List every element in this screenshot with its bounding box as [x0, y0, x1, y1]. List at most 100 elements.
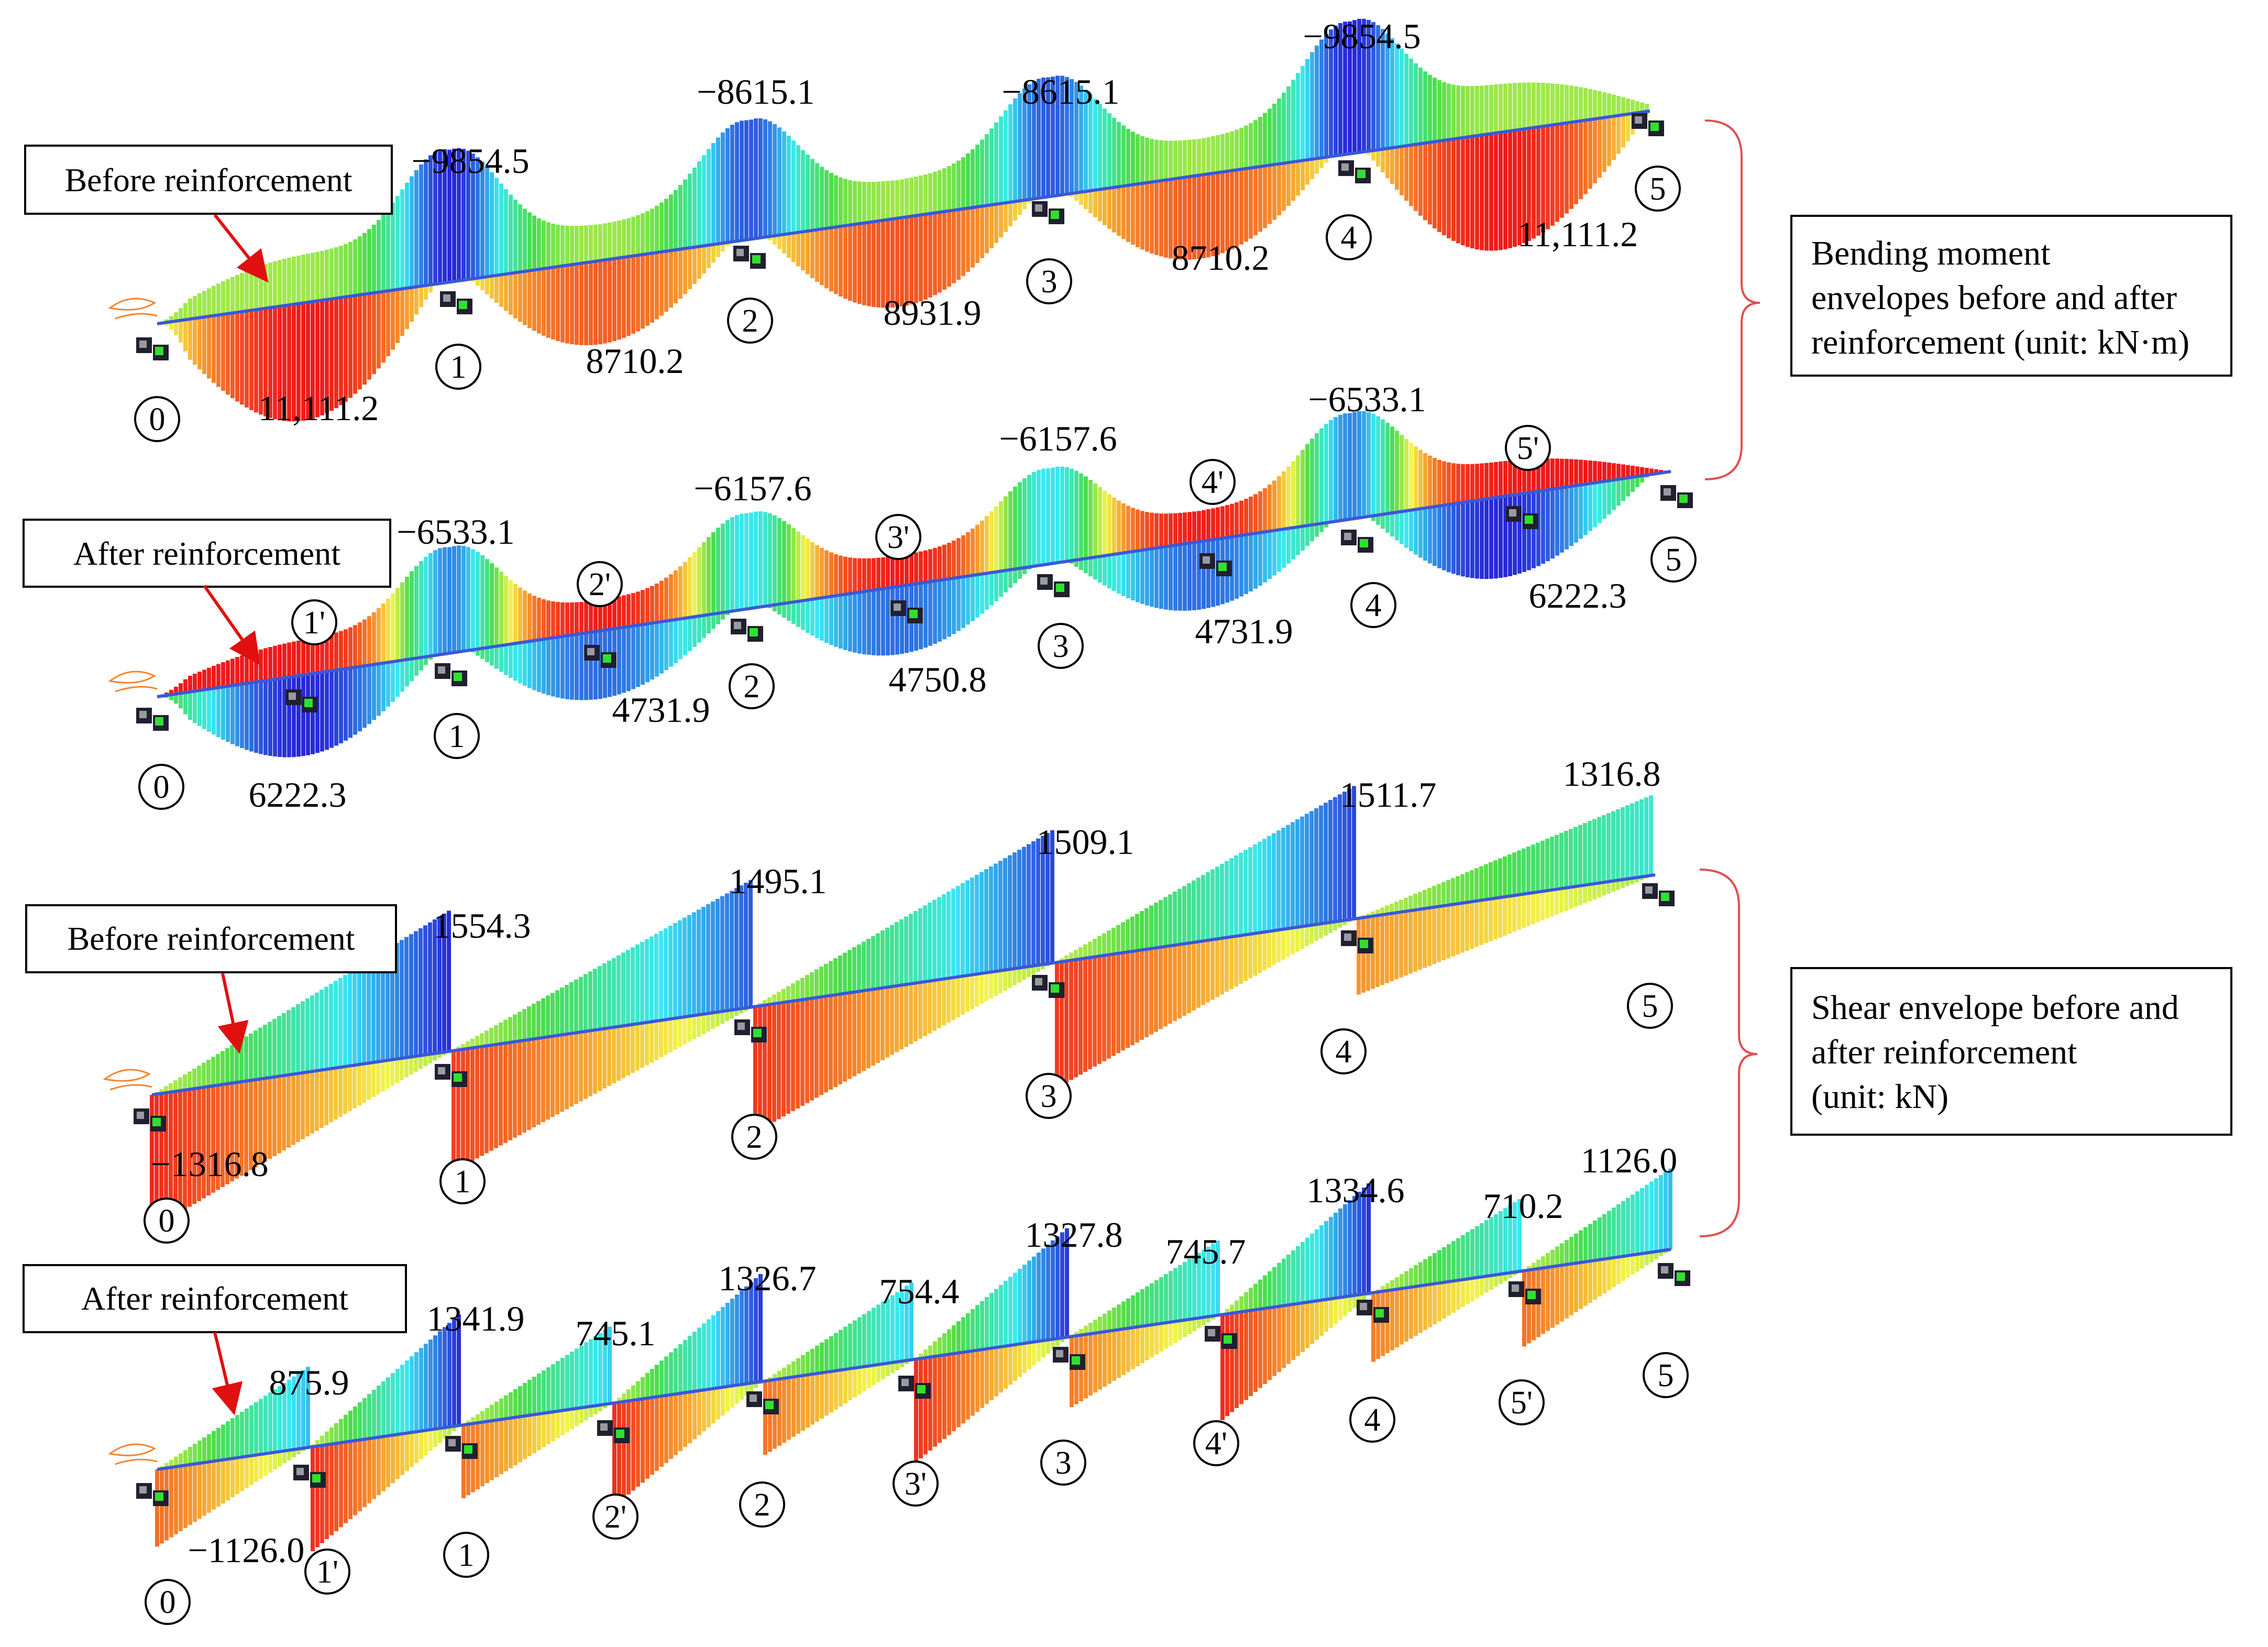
- node-number: 4: [1336, 1034, 1352, 1070]
- support-icon: [1053, 1347, 1085, 1370]
- note-line-2: envelopes before and after: [1811, 279, 2177, 317]
- support-icon: [136, 337, 169, 360]
- support-icon: [731, 619, 763, 642]
- value-label: −8615.1: [697, 72, 814, 112]
- value-label: 1511.7: [1340, 775, 1436, 815]
- value-label: 4731.9: [612, 690, 710, 730]
- node-marker: 1: [439, 1158, 486, 1204]
- node-marker: 5': [1505, 425, 1551, 471]
- value-label: −1126.0: [188, 1530, 305, 1570]
- node-number: 0: [160, 1585, 176, 1620]
- node-number: 3: [1053, 629, 1069, 664]
- cantilever-tip: [108, 1443, 158, 1465]
- value-label: −6533.1: [397, 512, 514, 552]
- node-number: 0: [153, 770, 170, 805]
- label-before-moment: Before reinforcement: [24, 145, 393, 215]
- value-label: 745.7: [1166, 1232, 1246, 1271]
- arrow-after-moment: [203, 585, 260, 665]
- node-marker: 2': [577, 561, 623, 607]
- node-number: 4: [1366, 588, 1382, 623]
- value-label: 8710.2: [1172, 238, 1270, 278]
- node-marker: 2: [731, 1114, 777, 1160]
- value-label: −6157.6: [693, 468, 811, 508]
- support-icon: [435, 663, 467, 686]
- envelope-fill: [160, 18, 1649, 422]
- note-line-1: Shear envelope before and: [1811, 989, 2179, 1027]
- support-icon: [597, 1420, 630, 1443]
- node-number: 2': [589, 567, 611, 602]
- node-number: 4: [1364, 1402, 1381, 1438]
- value-label: −6533.1: [1308, 379, 1426, 419]
- node-marker: 0: [144, 1198, 190, 1244]
- label-text: After reinforcement: [81, 1280, 348, 1317]
- support-icon: [445, 1436, 478, 1459]
- support-icon: [134, 1108, 166, 1132]
- value-label: 875.9: [269, 1363, 349, 1402]
- note-line-3: (unit: kN): [1811, 1078, 1948, 1116]
- beam-axis: [157, 1248, 1671, 1471]
- value-label: 1334.6: [1307, 1170, 1405, 1210]
- beam-axis: [157, 109, 1650, 325]
- beam-axis: [151, 873, 1656, 1096]
- node-number: 4': [1202, 465, 1224, 500]
- value-label: 6222.3: [1529, 576, 1627, 616]
- support-icon: [1032, 201, 1064, 224]
- value-label: 4731.9: [1195, 611, 1293, 651]
- value-label: 1316.8: [1563, 754, 1661, 794]
- support-icon: [890, 600, 923, 623]
- node-number: 0: [159, 1203, 175, 1239]
- note-line-1: Bending moment: [1811, 234, 2050, 272]
- value-label: −9854.5: [1303, 16, 1421, 56]
- value-label: 6222.3: [249, 775, 347, 815]
- support-icon: [1341, 930, 1373, 953]
- node-number: 5': [1517, 431, 1539, 466]
- node-marker: 1': [304, 1549, 350, 1595]
- value-label: −9854.5: [411, 141, 529, 181]
- cantilever-tip: [108, 671, 158, 693]
- node-marker: 0: [138, 764, 184, 810]
- support-icon: [1658, 1263, 1690, 1286]
- node-marker: 2: [739, 1481, 785, 1528]
- value-label: 1554.3: [433, 906, 531, 946]
- node-marker: 3: [1040, 1440, 1086, 1486]
- label-after-shear: After reinforcement: [23, 1264, 407, 1333]
- support-icon: [1338, 160, 1371, 183]
- node-number: 3: [1041, 1079, 1057, 1114]
- support-icon: [435, 1064, 467, 1087]
- moment-after-values: −6533.1 −6157.6 −6157.6 −6533.1 6222.3 4…: [249, 379, 1627, 815]
- node-number: 1: [449, 719, 465, 754]
- support-icon: [293, 1465, 326, 1488]
- support-icon: [1357, 1300, 1389, 1323]
- node-number: 2': [604, 1499, 626, 1535]
- node-number: 5': [1511, 1385, 1533, 1421]
- value-label: −8615.1: [1001, 72, 1119, 112]
- moment-note: Bending moment envelopes before and afte…: [1790, 215, 2232, 377]
- node-number: 2: [744, 669, 760, 705]
- node-marker: 5: [1635, 166, 1681, 212]
- support-icon: [734, 1019, 767, 1042]
- envelope-fill: [150, 786, 1653, 1229]
- support-icon: [1341, 530, 1373, 553]
- node-number: 3': [905, 1466, 927, 1502]
- node-number: 5: [1658, 1358, 1674, 1393]
- support-icon: [1506, 506, 1538, 529]
- support-icon: [1199, 553, 1232, 576]
- node-marker: 4': [1190, 459, 1236, 505]
- node-marker: 5: [1650, 536, 1697, 583]
- node-marker: 1: [435, 344, 481, 390]
- value-label: 1126.0: [1581, 1140, 1677, 1180]
- label-after-moment: After reinforcement: [23, 519, 391, 588]
- node-marker: 3: [1038, 623, 1084, 669]
- node-marker: 4: [1320, 1028, 1367, 1074]
- shear-bracket: [1699, 869, 1758, 1237]
- shear-before-values: 1554.3 1495.1 1509.1 1511.7 1316.8 −1316…: [150, 754, 1660, 1184]
- support-icon: [1660, 485, 1693, 508]
- note-box: [1790, 967, 2232, 1136]
- node-marker: 3: [1026, 258, 1072, 304]
- note-box: [1790, 215, 2232, 377]
- node-number: 5: [1666, 542, 1682, 578]
- label-before-shear: Before reinforcement: [25, 904, 397, 973]
